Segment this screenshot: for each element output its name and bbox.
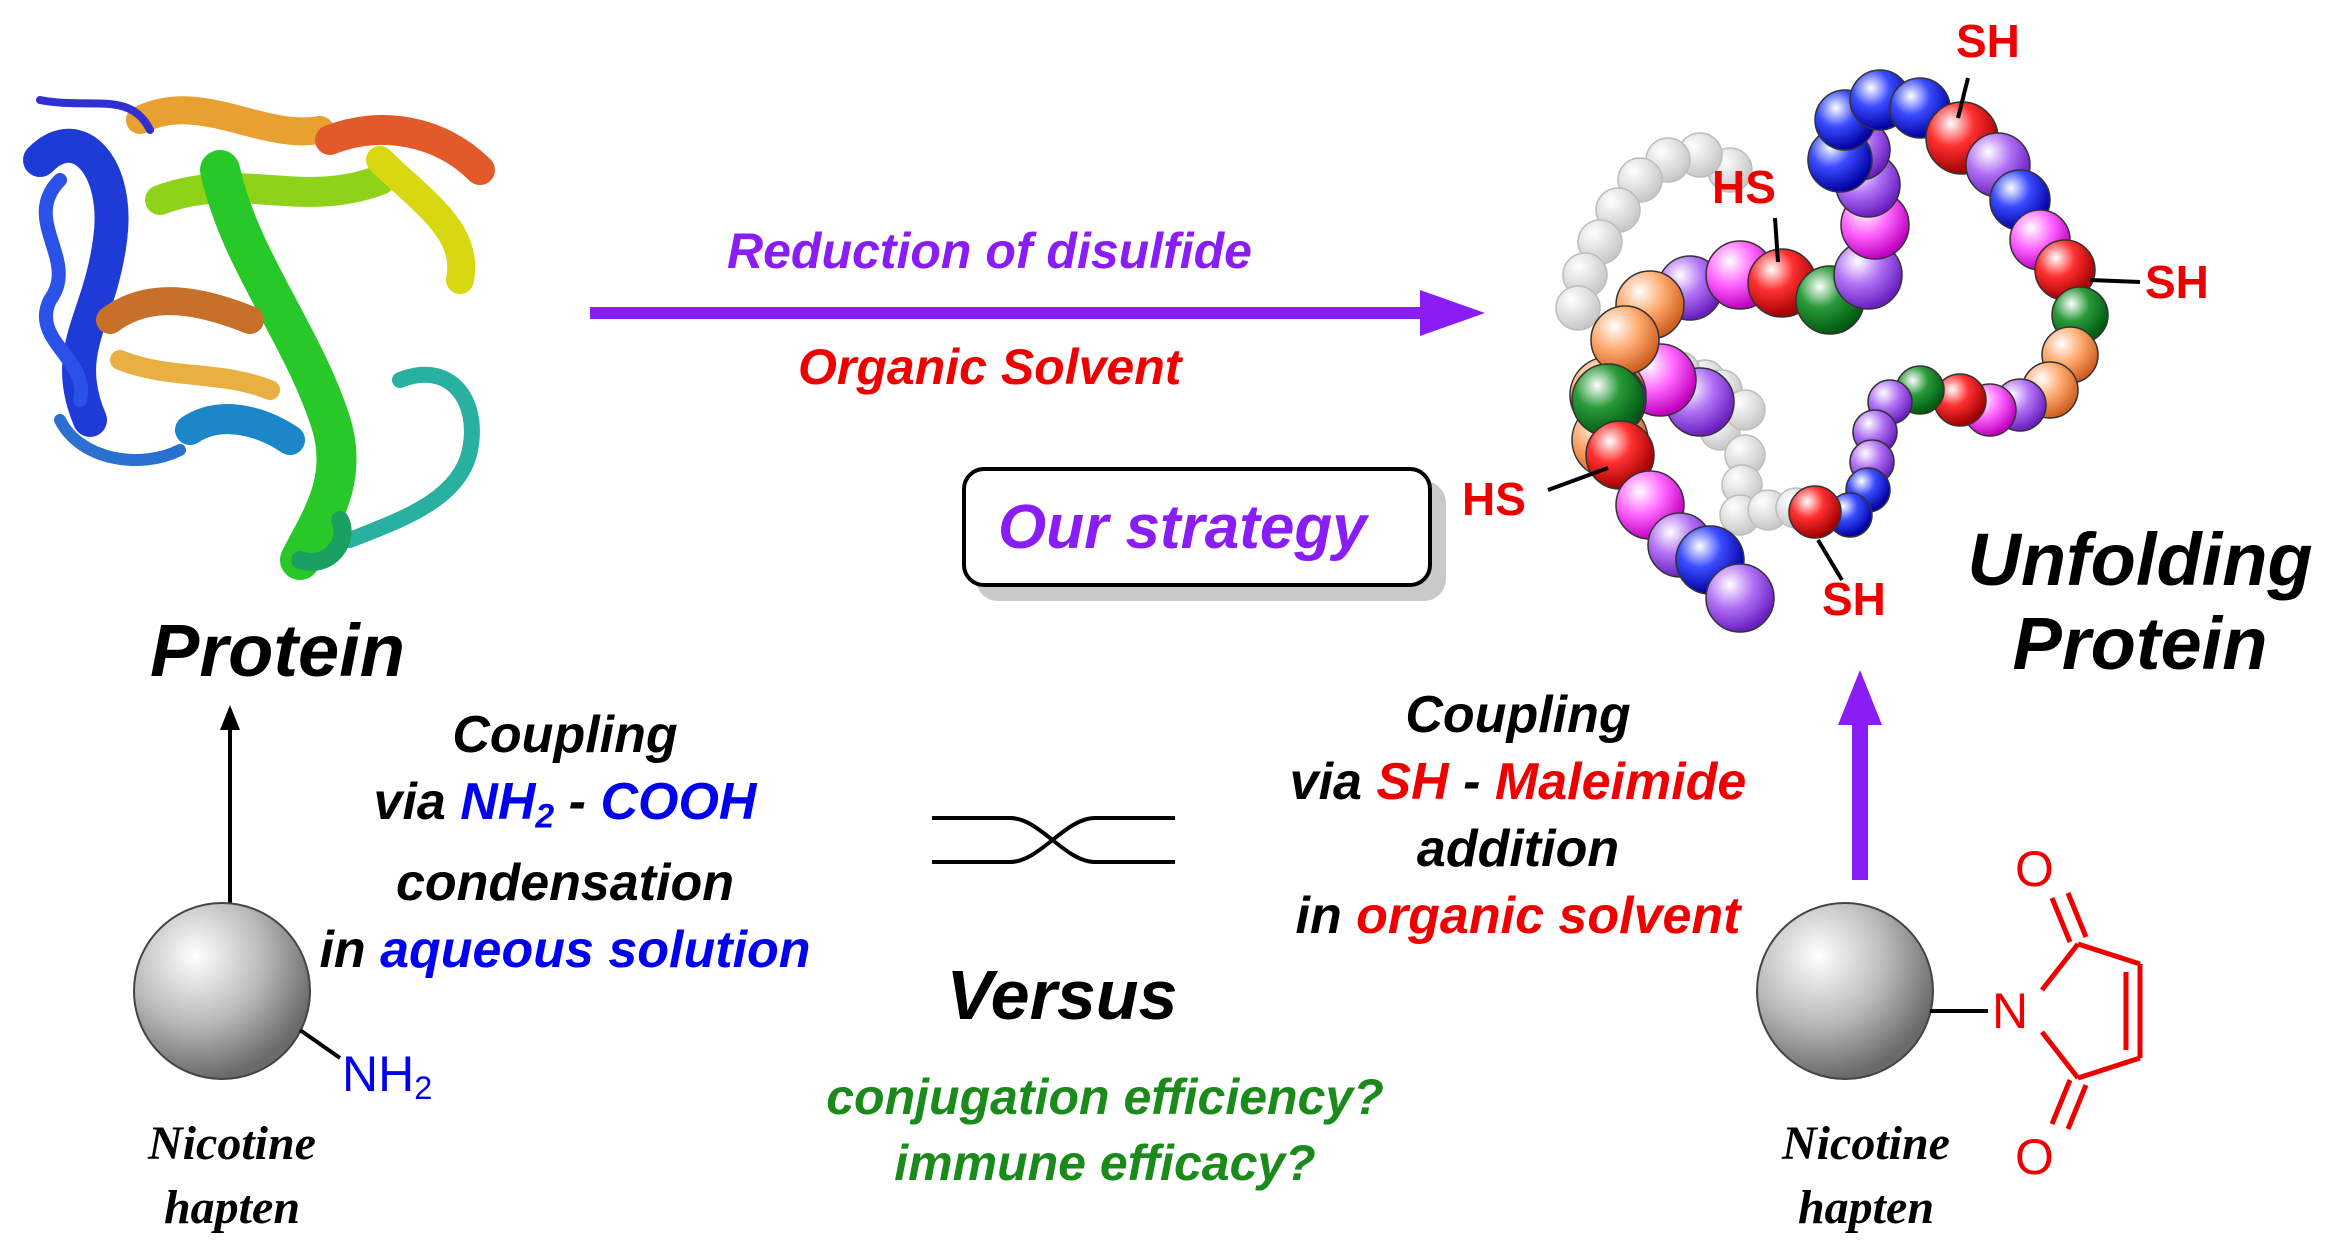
protein-bead <box>1705 563 1775 633</box>
hapten-right-label: Nicotine hapten <box>1782 1117 1950 1234</box>
question-text: conjugation efficiency? immune efficacy? <box>826 1069 1384 1191</box>
versus-crossed-lines <box>932 816 1175 864</box>
reduction-arrow <box>590 290 1485 336</box>
hapten-sphere-right <box>1756 902 1934 1080</box>
strategy-label: Our strategy <box>998 493 1367 562</box>
protein-label: Protein <box>150 609 405 692</box>
folded-protein-ribbon <box>23 96 495 580</box>
protein-bead <box>1555 285 1601 331</box>
right-coupling-arrow <box>1838 670 1882 880</box>
arrow-bottom-label: Organic Solvent <box>798 339 1182 395</box>
maleimide-n: N <box>1992 983 2029 1039</box>
unfolded-protein-beads <box>1555 69 2109 633</box>
right-coupling-text: Coupling via SH - Maleimide addition in … <box>1289 686 1747 945</box>
hapten-left-amine: NH2 <box>342 1046 433 1107</box>
thiol-bonds <box>1547 77 2141 582</box>
thiol-label-left: HS <box>1462 473 1526 525</box>
hapten-left-label: Nicotine hapten <box>148 1117 316 1234</box>
versus-label: Versus <box>946 956 1178 1034</box>
left-coupling-arrow <box>220 705 240 905</box>
strategy-box <box>962 467 1432 587</box>
arrow-top-label: Reduction of disulfide <box>727 223 1252 279</box>
thiol-label-top: SH <box>1956 15 2020 67</box>
hapten-left-bond <box>298 1028 342 1060</box>
thiol-label-upper-left: HS <box>1712 161 1776 213</box>
protein-bead <box>1590 305 1660 375</box>
thiol-label-bottom: SH <box>1822 573 1886 625</box>
protein-bead <box>1788 485 1842 539</box>
thiol-label-right: SH <box>2145 256 2209 308</box>
left-coupling-text: Coupling via NH2 - COOH condensation in … <box>319 706 811 980</box>
hapten-sphere-left <box>133 902 311 1080</box>
unfolding-protein-label: Unfolding Protein <box>1967 518 2313 685</box>
maleimide-structure <box>2040 892 2143 1130</box>
maleimide-o-top: O <box>2015 841 2054 897</box>
maleimide-o-bottom: O <box>2015 1129 2054 1185</box>
